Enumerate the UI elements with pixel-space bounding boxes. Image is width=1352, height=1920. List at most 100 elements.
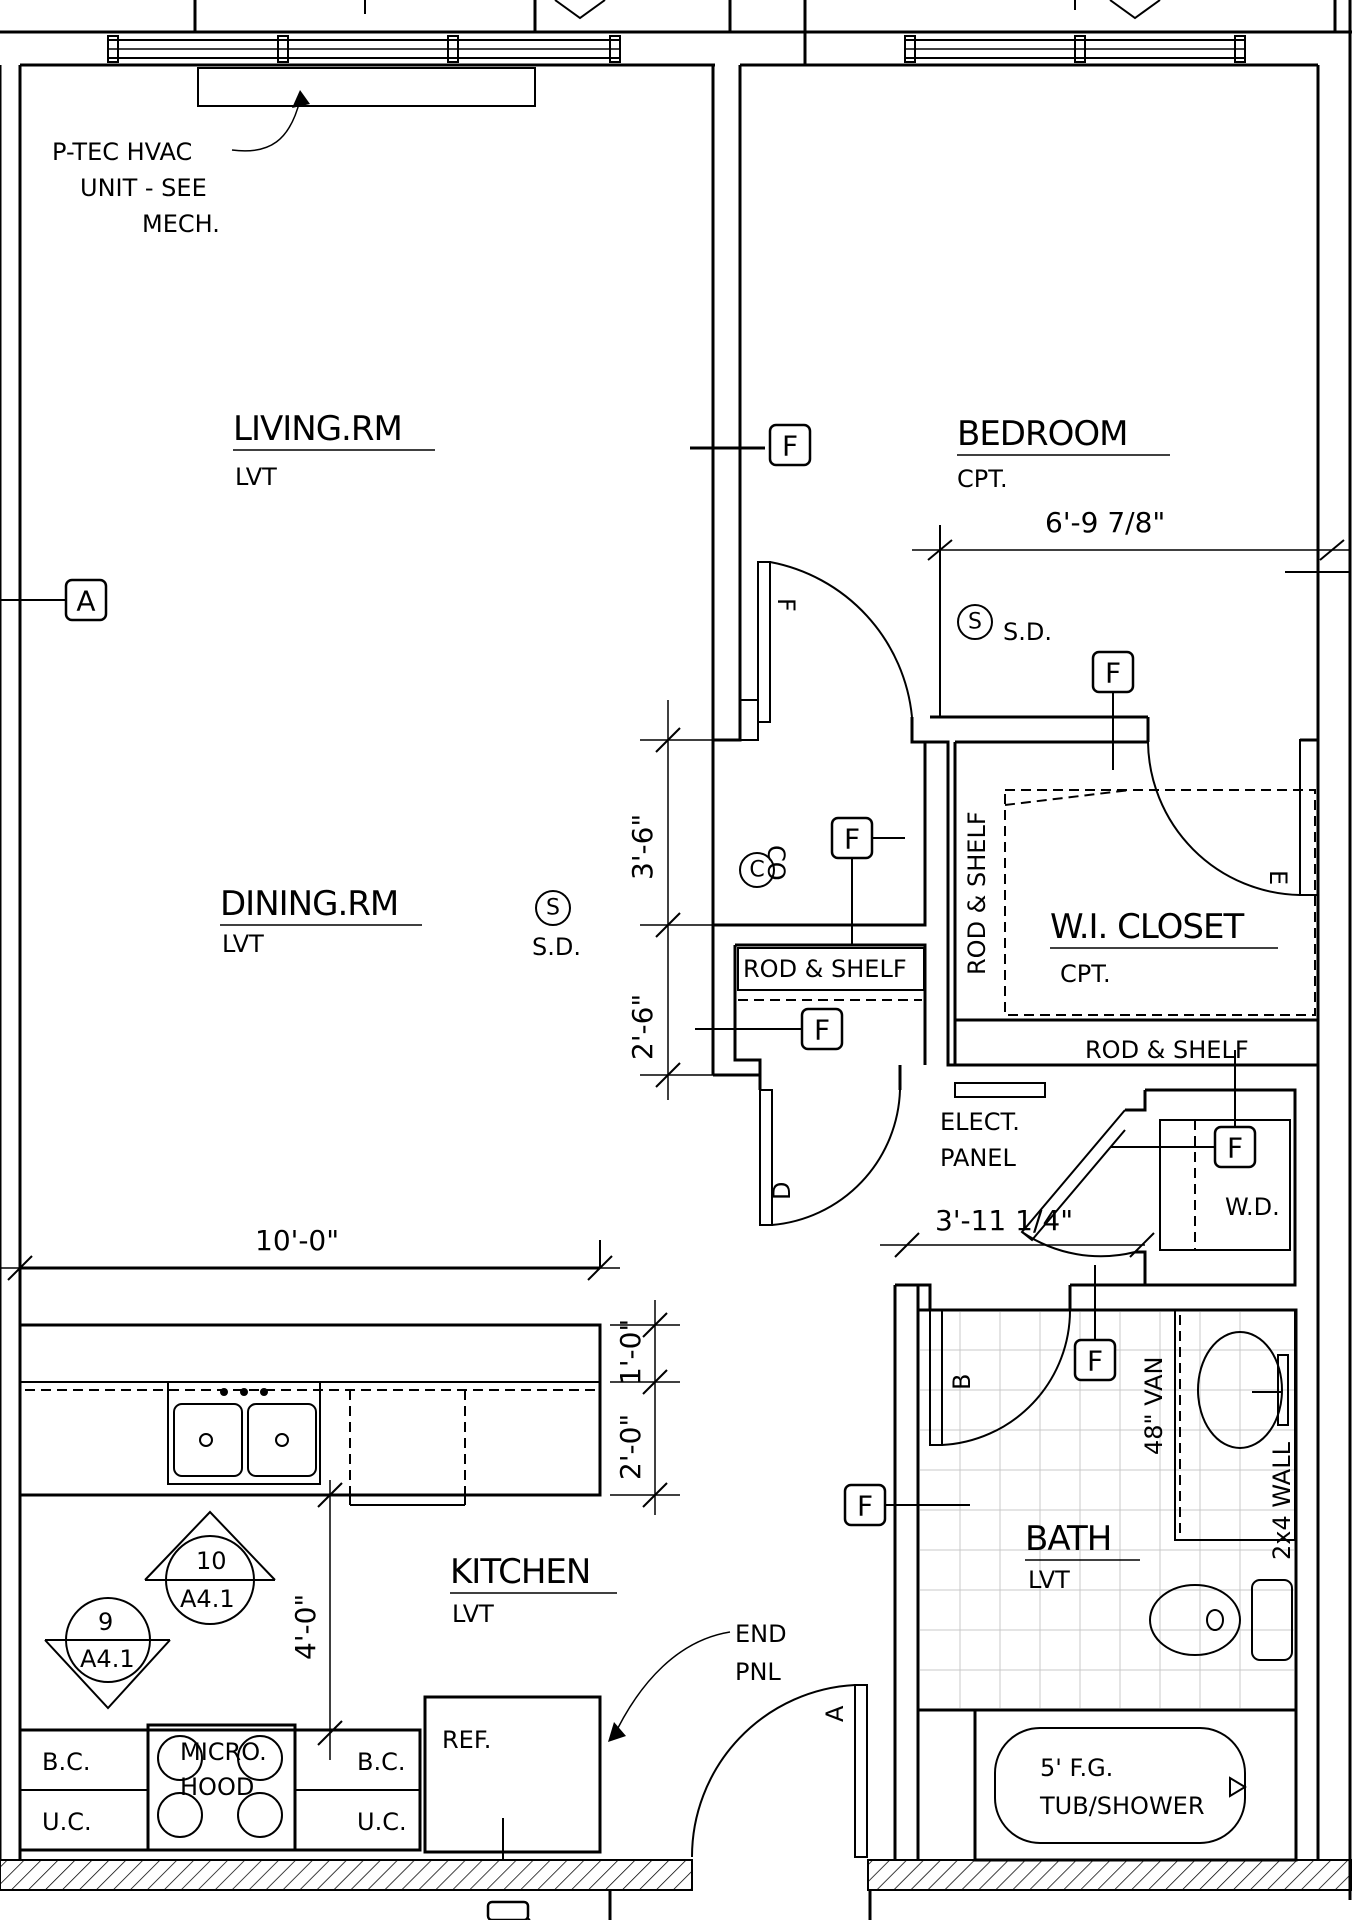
dimension-counter bbox=[610, 1300, 680, 1515]
hvac-unit bbox=[197, 67, 536, 152]
co-detector: C bbox=[739, 852, 775, 888]
living-room-floor: LVT bbox=[235, 463, 277, 491]
micro-hood-line2: HOOD bbox=[180, 1773, 254, 1801]
window-living bbox=[107, 35, 621, 63]
dim-kitchen-aisle: 4'-0" bbox=[289, 1594, 322, 1660]
dimension-laundry bbox=[880, 1232, 1155, 1258]
kitchen-name: KITCHEN bbox=[450, 1552, 590, 1592]
tub-line2: TUB/SHOWER bbox=[1039, 1792, 1205, 1820]
dining-room-floor: LVT bbox=[222, 930, 264, 958]
dim-kitchen-width: 10'-0" bbox=[255, 1224, 339, 1257]
hvac-note-line3: MECH. bbox=[142, 210, 220, 238]
elect-panel-line2: PANEL bbox=[940, 1144, 1016, 1172]
section-mark-9: 9 A4.1 bbox=[44, 1597, 171, 1710]
smoke-detector-symbol: S bbox=[968, 610, 982, 635]
finish-tag-bedroom: F bbox=[1091, 650, 1135, 770]
door-tag-e: E bbox=[1264, 870, 1292, 885]
hvac-note-line2: UNIT - SEE bbox=[80, 174, 207, 202]
dim-counter-upper: 1'-0" bbox=[614, 1319, 647, 1385]
smoke-detector-dining-label: S.D. bbox=[532, 933, 581, 961]
dimension-bedroom-closet bbox=[912, 525, 1350, 717]
co-detector-symbol: C bbox=[749, 858, 764, 883]
end-panel-line2: PNL bbox=[735, 1658, 781, 1686]
section-mark-9-number: 9 bbox=[98, 1608, 113, 1636]
finish-tag-coat-text: F bbox=[814, 1014, 830, 1047]
smoke-detector-bedroom-label: S.D. bbox=[1003, 618, 1052, 646]
finish-tag-bath-text: F bbox=[857, 1490, 873, 1523]
dimension-kitchen-width bbox=[0, 1240, 620, 1281]
partition-living-bedroom bbox=[690, 65, 765, 742]
closet-name: W.I. CLOSET bbox=[1050, 907, 1244, 947]
finish-tag-entry bbox=[486, 1900, 530, 1920]
dim-hall-lower: 2'-6" bbox=[626, 994, 659, 1060]
base-cabinet-left: B.C. bbox=[42, 1748, 90, 1776]
bath-name: BATH bbox=[1025, 1519, 1111, 1559]
living-room-name: LIVING.RM bbox=[233, 409, 402, 449]
hall-closet-walls bbox=[711, 740, 927, 1090]
hall-door bbox=[759, 1089, 901, 1226]
finish-tag-bath-door: F bbox=[1073, 1265, 1117, 1382]
finish-tag-living-text: F bbox=[782, 430, 798, 463]
elect-panel-line1: ELECT. bbox=[940, 1108, 1020, 1136]
kitchen-floor: LVT bbox=[452, 1600, 494, 1628]
micro-hood-line1: MICRO. bbox=[180, 1738, 267, 1766]
rod-shelf-closet-bottom: ROD & SHELF bbox=[1085, 1036, 1249, 1064]
window-bedroom bbox=[904, 35, 1246, 63]
kitchen-counter-lower bbox=[18, 1631, 731, 1860]
section-mark-10-number: 10 bbox=[196, 1547, 227, 1575]
finish-tag-bedroom-text: F bbox=[1105, 657, 1121, 690]
dimension-hall bbox=[640, 700, 713, 1100]
vanity bbox=[1174, 1309, 1296, 1541]
walk-in-closet-walls bbox=[910, 65, 1320, 1860]
entry-door bbox=[690, 1684, 868, 1858]
refrigerator-label: REF. bbox=[442, 1726, 491, 1754]
door-tag-d: D bbox=[768, 1182, 796, 1200]
closet-floor: CPT. bbox=[1060, 960, 1111, 988]
base-cabinet-right: B.C. bbox=[357, 1748, 405, 1776]
dim-hall-upper: 3'-6" bbox=[626, 814, 659, 880]
co-detector-label: CO bbox=[762, 845, 790, 881]
finish-tag-bath-door-text: F bbox=[1087, 1345, 1103, 1378]
laundry-walls bbox=[954, 1082, 1297, 1287]
wall-tag-a: A bbox=[0, 578, 108, 622]
tub bbox=[973, 1708, 1298, 1862]
bedroom-door bbox=[757, 561, 913, 723]
wall-tag-a-text: A bbox=[76, 585, 95, 618]
washer-dryer-label: W.D. bbox=[1225, 1193, 1280, 1221]
dim-laundry-width: 3'-11 1/4" bbox=[935, 1204, 1073, 1237]
tub-line1: 5' F.G. bbox=[1040, 1754, 1113, 1782]
door-tag-a: A bbox=[821, 1705, 849, 1722]
rod-shelf-closet-side: ROD & SHELF bbox=[963, 811, 991, 975]
wall-type: 2x4 WALL bbox=[1268, 1441, 1296, 1560]
finish-tag-laundry-text: F bbox=[1227, 1132, 1243, 1165]
smoke-detector-dining: S bbox=[535, 890, 571, 926]
finish-tag-bath: F bbox=[843, 1483, 970, 1527]
smoke-detector-symbol-dining: S bbox=[546, 896, 560, 921]
bath-door bbox=[929, 1309, 1072, 1446]
upper-cabinet-left: U.C. bbox=[42, 1808, 92, 1836]
bedroom-floor: CPT. bbox=[957, 465, 1008, 493]
hvac-note-line1: P-TEC HVAC bbox=[52, 138, 192, 166]
kitchen-counter-upper bbox=[18, 1266, 602, 1506]
section-mark-10: 10 A4.1 bbox=[144, 1510, 276, 1625]
bottom-exterior-wall bbox=[0, 1859, 1352, 1920]
finish-tag-hall-text: F bbox=[844, 823, 860, 856]
door-tag-f: F bbox=[772, 598, 800, 612]
bath-floor-tile bbox=[920, 1312, 1294, 1708]
smoke-detector-bedroom: S bbox=[957, 604, 993, 640]
finish-tag-living: F bbox=[768, 423, 812, 467]
door-tag-b: B bbox=[948, 1374, 976, 1390]
bedroom-name: BEDROOM bbox=[957, 414, 1127, 454]
finish-tag-laundry: F bbox=[1110, 1050, 1257, 1169]
dim-counter-lower: 2'-0" bbox=[614, 1414, 647, 1480]
upper-cabinet-right: U.C. bbox=[357, 1808, 407, 1836]
section-mark-9-sheet: A4.1 bbox=[80, 1645, 135, 1673]
bath-floor: LVT bbox=[1028, 1566, 1070, 1594]
dimension-kitchen-aisle bbox=[317, 1480, 343, 1760]
rod-shelf-hall: ROD & SHELF bbox=[743, 955, 907, 983]
end-panel-line1: END bbox=[735, 1620, 787, 1648]
dim-bedroom-closet-width: 6'-9 7/8" bbox=[1045, 506, 1165, 539]
section-mark-10-sheet: A4.1 bbox=[180, 1585, 235, 1613]
